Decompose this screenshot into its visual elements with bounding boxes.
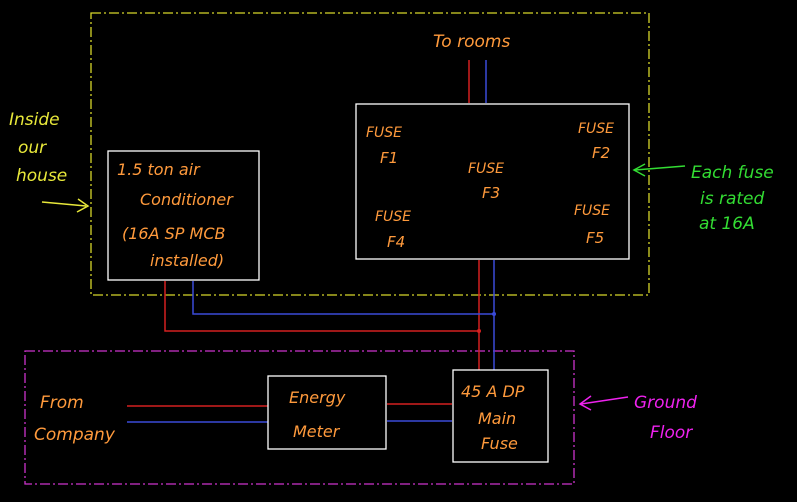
- fuse-rating-line: at 16A: [699, 214, 755, 234]
- ac-unit-line: (16A SP MCB: [122, 224, 225, 243]
- ground-floor-line: Floor: [650, 423, 693, 443]
- fuse-name: FUSE: [375, 209, 411, 225]
- ac-unit-line: installed): [150, 251, 224, 270]
- energy-meter-box: [267, 375, 387, 450]
- junction-dot: [477, 329, 481, 333]
- energy-meter-line: Meter: [293, 422, 341, 441]
- ground-floor-label: Ground Floor: [634, 393, 697, 443]
- inside-house-line: our: [18, 138, 47, 158]
- inside-house-line: Inside: [9, 110, 60, 130]
- inside-house-label: Inside our house: [9, 110, 67, 186]
- fuse-id: F3: [482, 184, 500, 202]
- from-company-label: From Company: [34, 393, 116, 445]
- fuse-box: [355, 103, 630, 260]
- fuse-id: F1: [380, 149, 398, 167]
- fuse-id: F2: [592, 144, 610, 162]
- energy-meter-line: Energy: [289, 388, 346, 407]
- ground-floor-line: Ground: [634, 393, 697, 413]
- main-fuse-line: Main: [478, 409, 516, 428]
- inside-house-line: house: [16, 166, 67, 186]
- main-fuse-box: [452, 369, 549, 463]
- fuse-labels: FUSE F1 FUSE F2 FUSE F3 FUSE F4 FUSE F5: [366, 121, 614, 251]
- fuse-id: F5: [586, 229, 604, 247]
- house-boundary: [90, 12, 650, 296]
- from-company-line: Company: [34, 425, 116, 445]
- ground-floor-boundary: [24, 350, 575, 485]
- fuse-rating-line: is rated: [700, 189, 765, 209]
- fuse-rating-line: Each fuse: [691, 163, 774, 183]
- fuse-rating-note: Each fuse is rated at 16A: [691, 163, 774, 234]
- fuse-name: FUSE: [366, 125, 402, 141]
- fuse-name: FUSE: [578, 121, 614, 137]
- fuse-name: FUSE: [574, 203, 610, 219]
- junction-dot: [492, 312, 496, 316]
- main-fuse-line: Fuse: [481, 434, 518, 453]
- ac-unit-text: 1.5 ton air Conditioner (16A SP MCB inst…: [117, 160, 234, 270]
- arrow-icon: [578, 395, 629, 411]
- main-fuse-line: 45 A DP: [461, 382, 525, 401]
- live-wires: [127, 60, 480, 407]
- fuse-id: F4: [387, 233, 405, 251]
- ac-unit-box: [107, 150, 260, 281]
- ac-unit-line: 1.5 ton air: [117, 160, 201, 179]
- energy-meter-text: Energy Meter: [289, 388, 346, 441]
- ac-unit-line: Conditioner: [140, 190, 234, 209]
- arrow-icon: [632, 163, 686, 177]
- fuse-name: FUSE: [468, 161, 504, 177]
- to-rooms-label: To rooms: [433, 32, 510, 52]
- main-fuse-text: 45 A DP Main Fuse: [461, 382, 525, 453]
- neutral-wires: [127, 60, 495, 423]
- arrow-icon: [41, 198, 90, 213]
- from-company-line: From: [40, 393, 84, 413]
